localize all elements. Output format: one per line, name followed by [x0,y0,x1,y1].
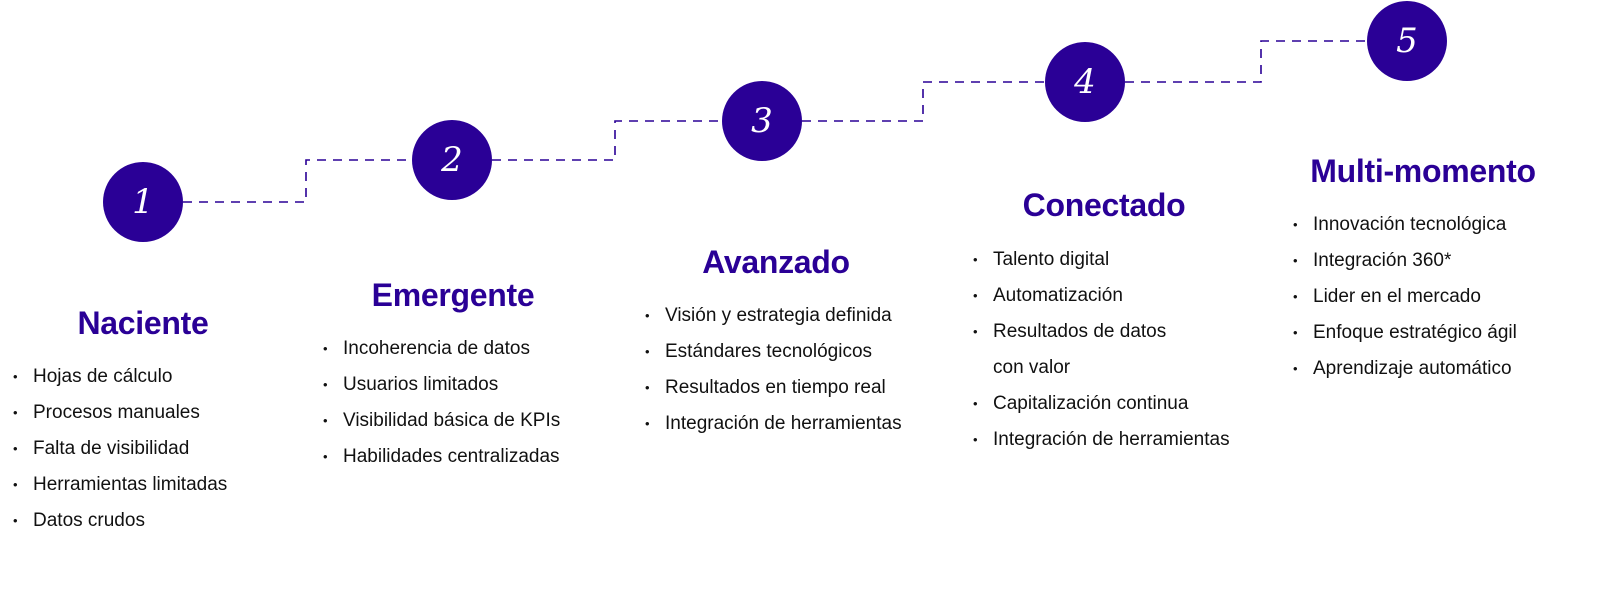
list-item: Integración de herramientas [645,406,902,442]
stage-3-list: Visión y estrategia definida Estándares … [645,298,902,442]
stage-2-title: Emergente [371,277,535,313]
stage-5-list: Innovación tecnológica Integración 360* … [1293,207,1517,387]
list-item: Capitalización continua [973,386,1230,422]
list-item: Herramientas limitadas [13,467,227,503]
stage-number: 5 [1396,21,1418,61]
stage-number: 1 [132,182,154,222]
stage-2-list: Incoherencia de datos Usuarios limitados… [323,331,560,475]
stage-1-list: Hojas de cálculo Procesos manuales Falta… [13,359,227,539]
list-item: Innovación tecnológica [1293,207,1517,243]
stage-2-number-circle: 2 [412,120,492,200]
list-item: Aprendizaje automático [1293,351,1517,387]
list-item: Automatización [973,278,1230,314]
stage-1-number-circle: 1 [103,162,183,242]
list-item: Estándares tecnológicos [645,334,902,370]
list-item: Falta de visibilidad [13,431,227,467]
stage-3-number-circle: 3 [722,81,802,161]
stage-5-number-circle: 5 [1367,1,1447,81]
list-item-continuation: con valor [993,357,1071,378]
list-item: Lider en el mercado [1293,279,1517,315]
stage-4-list: Talento digital Automatización Resultado… [973,242,1230,458]
list-item: Visión y estrategia definida [645,298,902,334]
list-item: Visibilidad básica de KPIs [323,403,560,439]
list-item: Hojas de cálculo [13,359,227,395]
list-item: Integración 360* [1293,243,1517,279]
stage-5-title: Multi-momento [1310,153,1536,189]
list-item: Resultados de datos [973,314,1230,350]
list-item: Enfoque estratégico ágil [1293,315,1517,351]
list-item: Procesos manuales [13,395,227,431]
list-item: Resultados en tiempo real [645,370,902,406]
stage-number: 4 [1074,62,1096,102]
list-item: Habilidades centralizadas [323,439,560,475]
stage-1-title: Naciente [77,305,209,341]
stage-number: 3 [751,101,773,141]
list-item: Talento digital [973,242,1230,278]
list-item: Datos crudos [13,503,227,539]
stage-4-title: Conectado [1022,187,1186,223]
stage-number: 2 [441,140,463,180]
list-item: Integración de herramientas [973,422,1230,458]
stage-4-number-circle: 4 [1045,42,1125,122]
stage-3-title: Avanzado [702,244,850,280]
list-item: Usuarios limitados [323,367,560,403]
list-item: Incoherencia de datos [323,331,560,367]
